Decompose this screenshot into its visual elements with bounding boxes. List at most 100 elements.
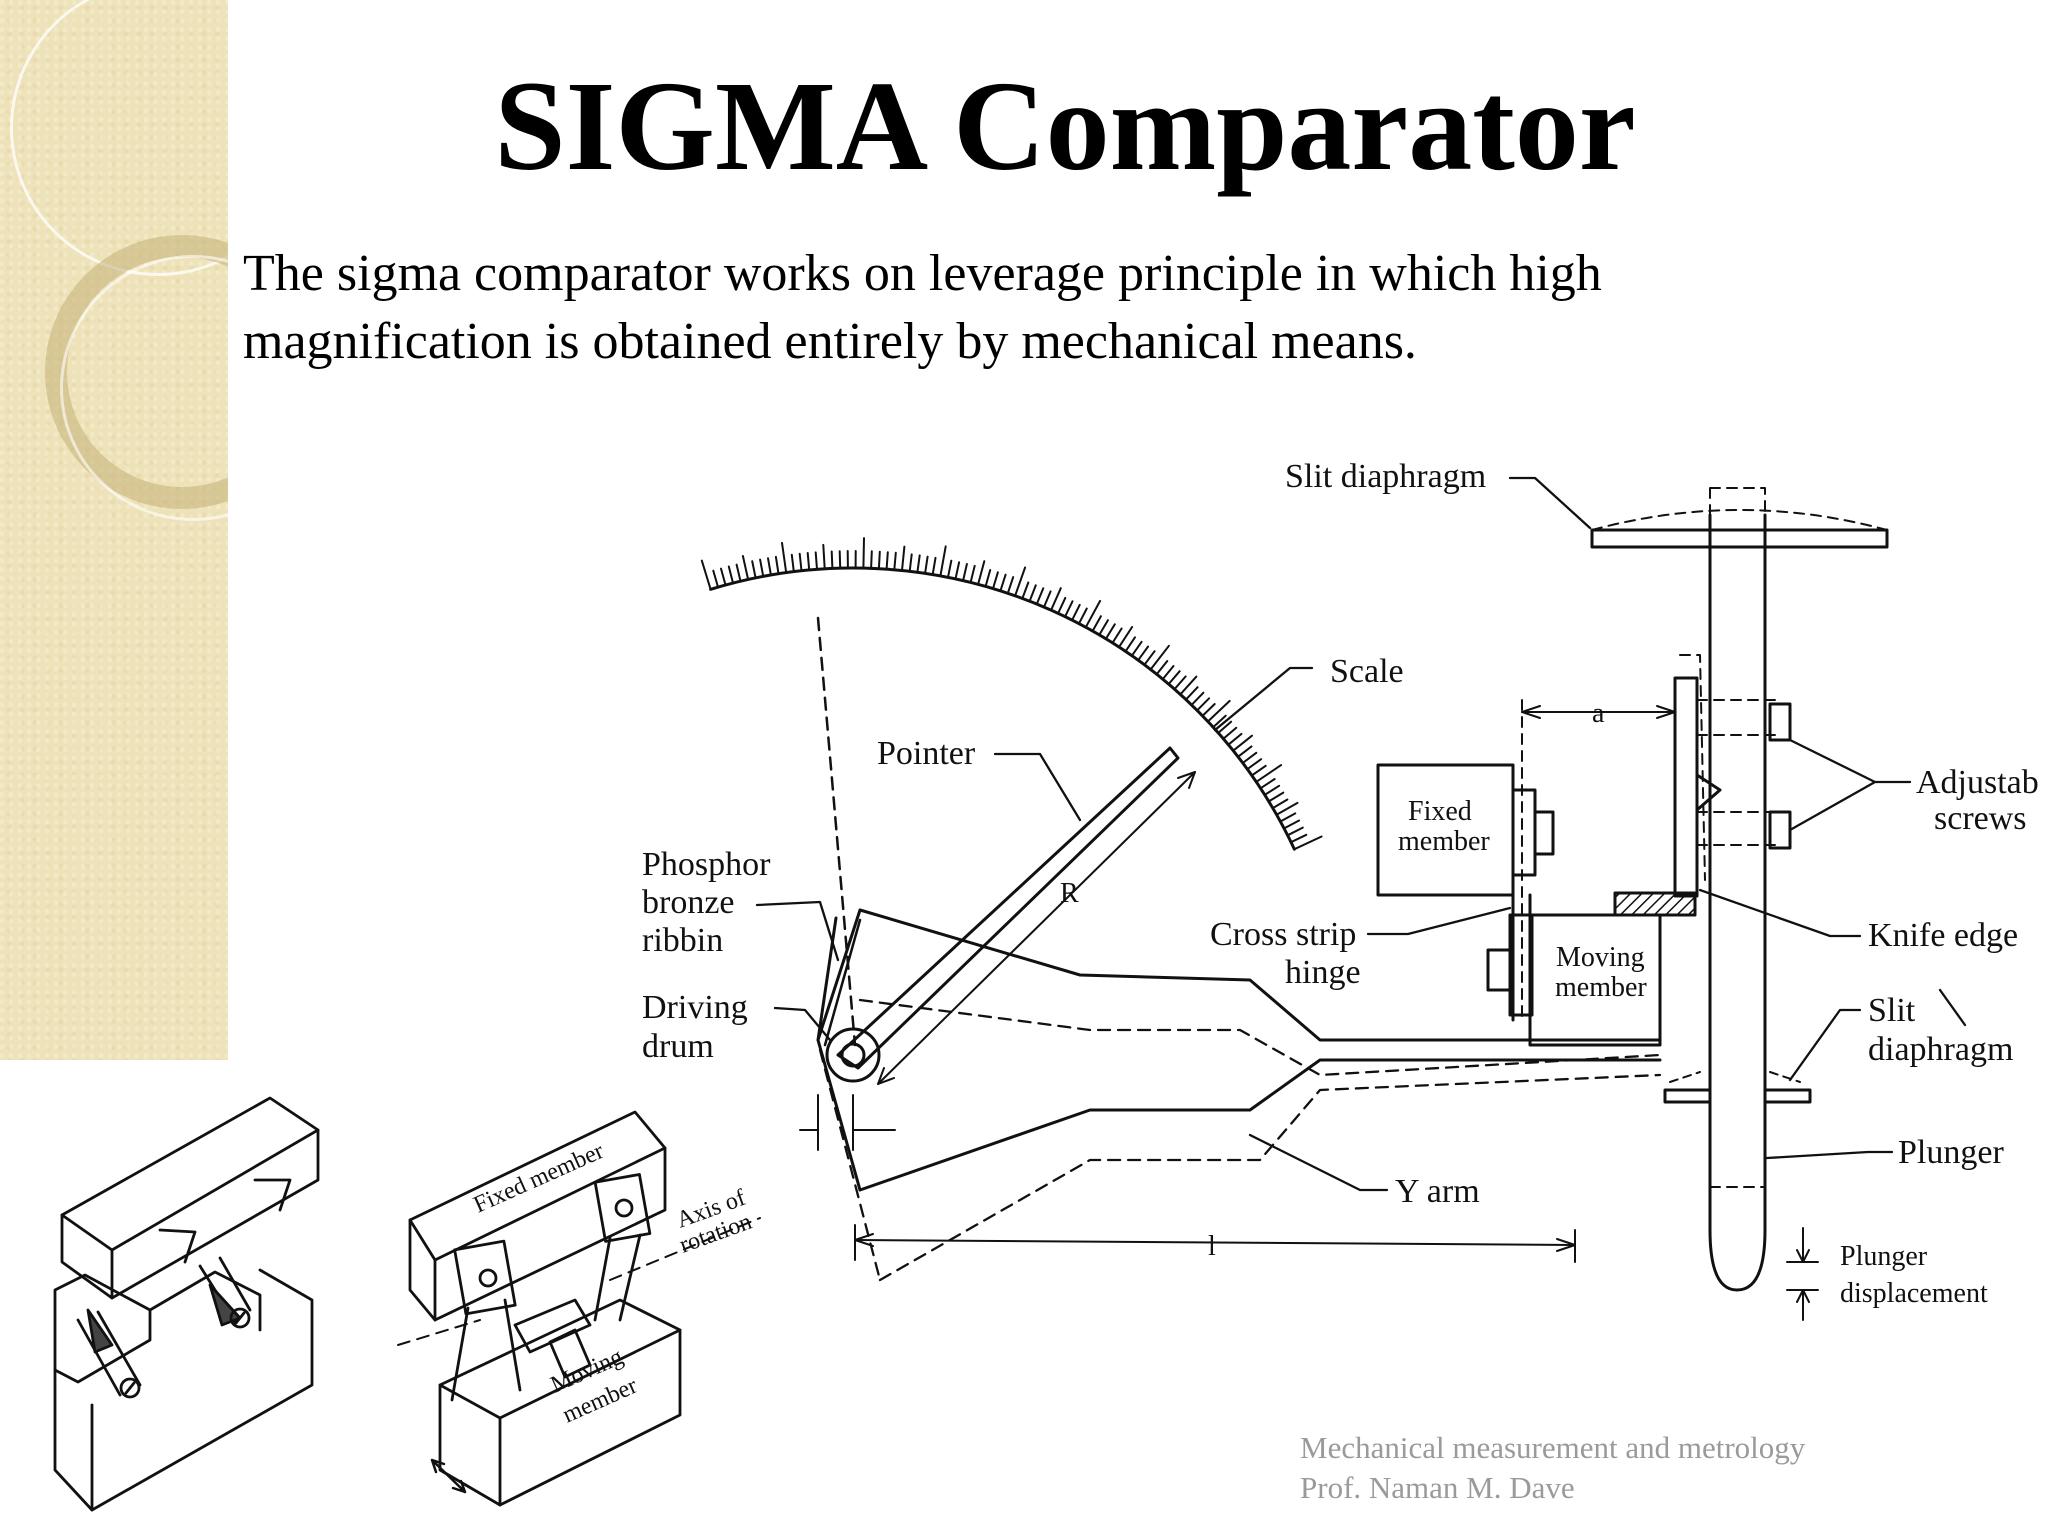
adjustable-plate	[1673, 676, 1699, 898]
fixed-member-screw	[1533, 810, 1555, 856]
intro-line-1: The sigma comparator works on leverage p…	[243, 245, 1602, 302]
scale-tick	[1124, 636, 1136, 653]
scale-tick	[1084, 599, 1102, 629]
scale-tick	[1293, 835, 1323, 851]
scale-tick	[1232, 734, 1253, 752]
cross-strip-label-line-1: Cross strip	[1210, 916, 1356, 953]
scale-tick	[1279, 812, 1297, 823]
scale-tick	[1201, 703, 1216, 717]
phosphor-label-line-3: ribbin	[642, 922, 723, 959]
scale-tick	[790, 553, 795, 573]
scale-tick	[774, 555, 780, 575]
a-dimension	[1521, 699, 1676, 1021]
pointer-label: Pointer	[877, 735, 976, 772]
slit-diaphragm-top-label: Slit diaphragm	[1285, 458, 1486, 495]
scale-tick	[1286, 826, 1304, 837]
intro-line-2: magnification is obtained entirely by me…	[243, 313, 1417, 370]
scale-tick	[798, 552, 803, 572]
hinge-screw-lower	[1486, 948, 1512, 992]
scale-tick	[1167, 670, 1181, 686]
plunger-displacement-label-line-2: displacement	[1840, 1278, 1988, 1309]
scale-tick	[1241, 751, 1258, 764]
scale-tick	[1137, 645, 1150, 662]
scale-tick	[1259, 778, 1276, 790]
scale-tick	[908, 553, 913, 573]
scale-arc	[700, 537, 1323, 851]
scale-tick	[1227, 732, 1243, 746]
scale-tick	[1104, 623, 1116, 640]
slit-diaphragm-lower	[1663, 1071, 1812, 1104]
scale-tick	[1064, 600, 1074, 618]
length-dimension	[854, 1224, 1576, 1263]
scale-tick	[1118, 626, 1134, 649]
scale-tick	[1275, 801, 1299, 816]
scale-tick	[954, 561, 961, 580]
moving-member-label-line-1: Moving	[1556, 942, 1645, 973]
scale-tick	[1267, 791, 1285, 803]
adjustable-screws-label-line-2: screws	[1934, 800, 2027, 837]
scale-tick	[992, 571, 999, 590]
l-dimension-label: l	[1208, 1231, 1216, 1262]
plunger-displacement-dimension	[1786, 1227, 1819, 1321]
scale-tick	[893, 551, 897, 571]
decorative-sidebar	[0, 0, 228, 1060]
scale-tick	[1014, 566, 1027, 597]
fixed-member-label-line-1: Fixed	[1408, 796, 1472, 827]
scale-tick	[1179, 675, 1198, 696]
intro-text: The sigma comparator works on leverage p…	[243, 240, 1602, 376]
fixed-member-label-line-2: member	[1398, 826, 1490, 857]
hinge-sketch-middle	[397, 1110, 761, 1507]
scale-tick	[1149, 644, 1170, 671]
scale-tick	[822, 543, 826, 570]
scale-tick	[1021, 581, 1030, 600]
scale-tick	[969, 564, 976, 584]
scale-tick	[751, 560, 757, 579]
scale-tick	[1206, 699, 1231, 723]
scale-ticks	[700, 537, 1323, 851]
scale-tick	[1263, 784, 1281, 796]
scale-tick	[1078, 607, 1088, 625]
drum-offset-marks	[799, 1094, 896, 1151]
cross-strip-label-line-2: hinge	[1285, 954, 1361, 991]
y-arm	[816, 908, 1662, 1192]
plunger	[1708, 487, 1767, 1292]
adjustable-screws-label-line-1: Adjustab	[1916, 764, 2039, 801]
slide-title: SIGMA Comparator	[494, 55, 1636, 197]
scale-tick	[924, 555, 929, 575]
scale-tick	[1091, 615, 1102, 632]
scale-tick	[1290, 833, 1308, 844]
scale-tick	[877, 550, 881, 570]
pointer-reference-dashed	[816, 616, 857, 1047]
scale-tick	[870, 550, 873, 570]
r-dimension-label: R	[1060, 878, 1079, 909]
driving-drum-label-line-1: Driving	[642, 989, 748, 1026]
knife-edge-label: Knife edge	[1868, 917, 2018, 954]
moving-member-label-line-2: member	[1555, 972, 1647, 1003]
scale-tick	[1217, 720, 1233, 734]
adjustable-plate-displaced	[1679, 654, 1706, 881]
phosphor-bronze-ribbon	[823, 918, 862, 1047]
scale-tick	[962, 563, 968, 582]
slit-diaphragm-lower-label-line-2: diaphragm	[1868, 1031, 2013, 1068]
scale-tick	[977, 560, 986, 586]
scale-tick	[1173, 675, 1187, 691]
radius-dimension	[877, 771, 1196, 1085]
scale-tick	[1196, 697, 1211, 712]
scale-tick	[1155, 660, 1169, 676]
scale-tick	[984, 569, 992, 588]
driving-drum-label-line-2: drum	[642, 1028, 714, 1065]
scale-tick	[712, 569, 719, 589]
scale-tick	[1028, 584, 1037, 603]
hinge-fixed-member-label: Fixed member	[470, 1138, 608, 1218]
scale-tick	[1043, 590, 1052, 608]
driving-drum	[825, 1027, 881, 1083]
phosphor-label-line-1: Phosphor	[642, 846, 771, 883]
pointer	[836, 746, 1180, 1070]
footer-line-1: Mechanical measurement and metrology	[1300, 1430, 1806, 1465]
scale-tick	[1035, 587, 1045, 605]
scale-tick	[1185, 686, 1199, 701]
scale-tick	[901, 545, 906, 572]
scale-tick	[1271, 798, 1289, 810]
plunger-displacement-label-line-1: Plunger	[1840, 1241, 1928, 1272]
scale-tick	[999, 573, 1007, 592]
